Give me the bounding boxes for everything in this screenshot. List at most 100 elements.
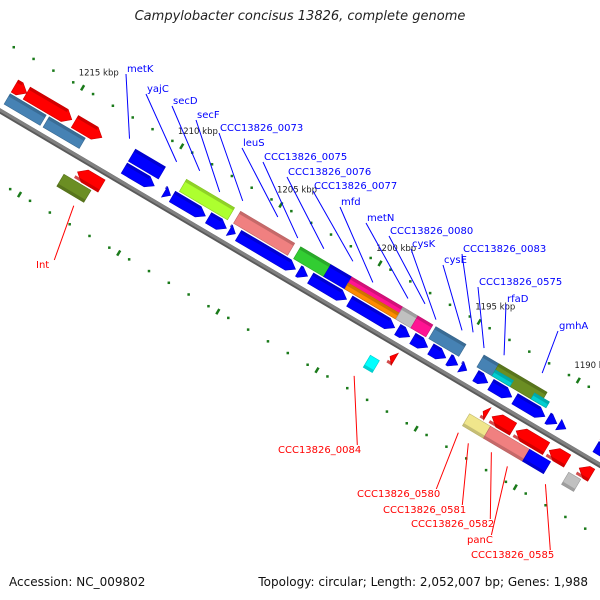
gene-label[interactable]: panC <box>467 535 493 546</box>
major-tick <box>476 318 482 326</box>
map-title: Campylobacter concisus 13826, complete g… <box>134 9 466 24</box>
gene-feature[interactable] <box>70 115 103 140</box>
gene-label[interactable]: secF <box>197 110 220 121</box>
gene-feature[interactable] <box>234 229 296 271</box>
minor-tick <box>326 375 329 378</box>
gene-label[interactable]: CCC13826_0575 <box>479 277 562 288</box>
gene-label[interactable]: CCC13826_0581 <box>383 505 466 516</box>
gene-label[interactable]: CCC13826_0075 <box>264 152 347 163</box>
gene-label[interactable]: CCC13826_0073 <box>220 123 303 134</box>
gene-feature-shade <box>351 296 391 321</box>
gene-feature-shade <box>575 471 590 482</box>
gene-feature-shade <box>125 163 151 179</box>
gene-label[interactable]: metK <box>127 64 154 75</box>
gene-feature[interactable] <box>160 185 171 198</box>
minor-tick <box>389 268 392 271</box>
label-leader <box>490 466 508 536</box>
gene-feature-shade <box>229 224 233 228</box>
gene-feature[interactable] <box>168 190 206 218</box>
gene-feature[interactable] <box>394 323 411 338</box>
genome-summary: Topology: circular; Length: 2,052,007 bp… <box>258 575 588 589</box>
label-leader <box>365 222 409 299</box>
label-leader <box>262 161 299 239</box>
gene-feature[interactable] <box>482 407 492 421</box>
accession-text: Accession: NC_009802 <box>9 575 146 589</box>
minor-tick <box>564 515 567 519</box>
label-leader <box>339 206 374 283</box>
minor-tick <box>91 92 95 96</box>
gene-feature[interactable] <box>10 79 28 96</box>
label-leader <box>541 330 559 374</box>
gene-feature-shade <box>329 264 352 280</box>
gene-feature-shade <box>512 434 545 455</box>
major-tick <box>314 366 320 374</box>
gene-label[interactable]: CCC13826_0076 <box>288 167 371 178</box>
minor-tick <box>207 304 210 308</box>
minor-tick <box>230 174 234 178</box>
gene-label[interactable]: cysE <box>444 255 467 266</box>
gene-feature-shade <box>173 191 202 210</box>
minor-tick <box>8 187 12 191</box>
gene-feature-shade <box>488 420 512 436</box>
gene-feature[interactable] <box>225 224 236 236</box>
minor-tick <box>187 293 190 296</box>
minor-tick <box>270 198 273 201</box>
gene-feature-shade <box>479 414 486 420</box>
label-leader <box>125 73 131 139</box>
gene-feature-shade <box>533 392 550 405</box>
gene-label[interactable]: CCC13826_0084 <box>278 445 361 456</box>
gene-feature[interactable] <box>511 393 546 418</box>
label-leader <box>145 93 178 163</box>
label-leader <box>312 190 354 262</box>
gene-label[interactable]: CCC13826_0077 <box>314 181 397 192</box>
gene-feature-shade <box>497 363 548 395</box>
minor-tick <box>349 245 353 248</box>
gene-label[interactable]: CCC13826_0080 <box>390 226 473 237</box>
gene-label[interactable]: CCC13826_0083 <box>463 244 546 255</box>
gene-feature-shade <box>76 115 99 130</box>
minor-tick <box>12 45 15 49</box>
minor-tick <box>409 280 412 283</box>
minor-tick <box>425 433 428 437</box>
minor-tick <box>131 116 134 119</box>
gene-feature[interactable] <box>457 360 468 373</box>
gene-label[interactable]: CCC13826_0585 <box>471 550 554 561</box>
gene-label[interactable]: secD <box>173 96 198 107</box>
gene-feature[interactable] <box>389 352 399 367</box>
gene-label[interactable]: gmhA <box>559 321 588 332</box>
gene-feature[interactable] <box>592 441 600 462</box>
gene-feature-shade <box>300 265 304 270</box>
gene-feature-shade <box>416 315 433 328</box>
tick-label: 1210 kbp <box>178 127 218 137</box>
minor-tick <box>286 351 290 355</box>
minor-tick <box>428 291 432 295</box>
gene-label[interactable]: leuS <box>243 138 265 149</box>
gene-feature-shade <box>350 276 412 315</box>
gene-label[interactable]: rfaD <box>507 294 529 305</box>
gene-feature[interactable] <box>472 370 489 385</box>
major-tick <box>79 84 86 91</box>
gene-feature[interactable] <box>22 86 73 122</box>
label-leader <box>489 452 492 520</box>
gene-label[interactable]: CCC13826_0580 <box>357 489 440 500</box>
gene-label[interactable]: yajC <box>147 84 169 95</box>
gene-feature-shade <box>401 307 418 319</box>
gene-feature[interactable] <box>555 418 567 431</box>
gene-feature-shade <box>432 343 442 352</box>
minor-tick <box>488 326 491 330</box>
gene-label[interactable]: Int <box>36 260 49 271</box>
minor-tick <box>127 258 131 261</box>
gene-label[interactable]: metN <box>367 213 394 224</box>
gene-label[interactable]: cysK <box>412 239 436 250</box>
gene-feature[interactable] <box>427 343 447 360</box>
label-leader <box>461 253 474 333</box>
gene-label[interactable]: mfd <box>341 197 361 208</box>
gene-label[interactable]: CCC13826_0582 <box>411 519 494 530</box>
minor-tick <box>504 480 508 484</box>
gene-feature-shade <box>597 441 600 446</box>
minor-tick <box>306 363 309 366</box>
major-tick <box>16 191 23 198</box>
minor-tick <box>448 303 452 307</box>
